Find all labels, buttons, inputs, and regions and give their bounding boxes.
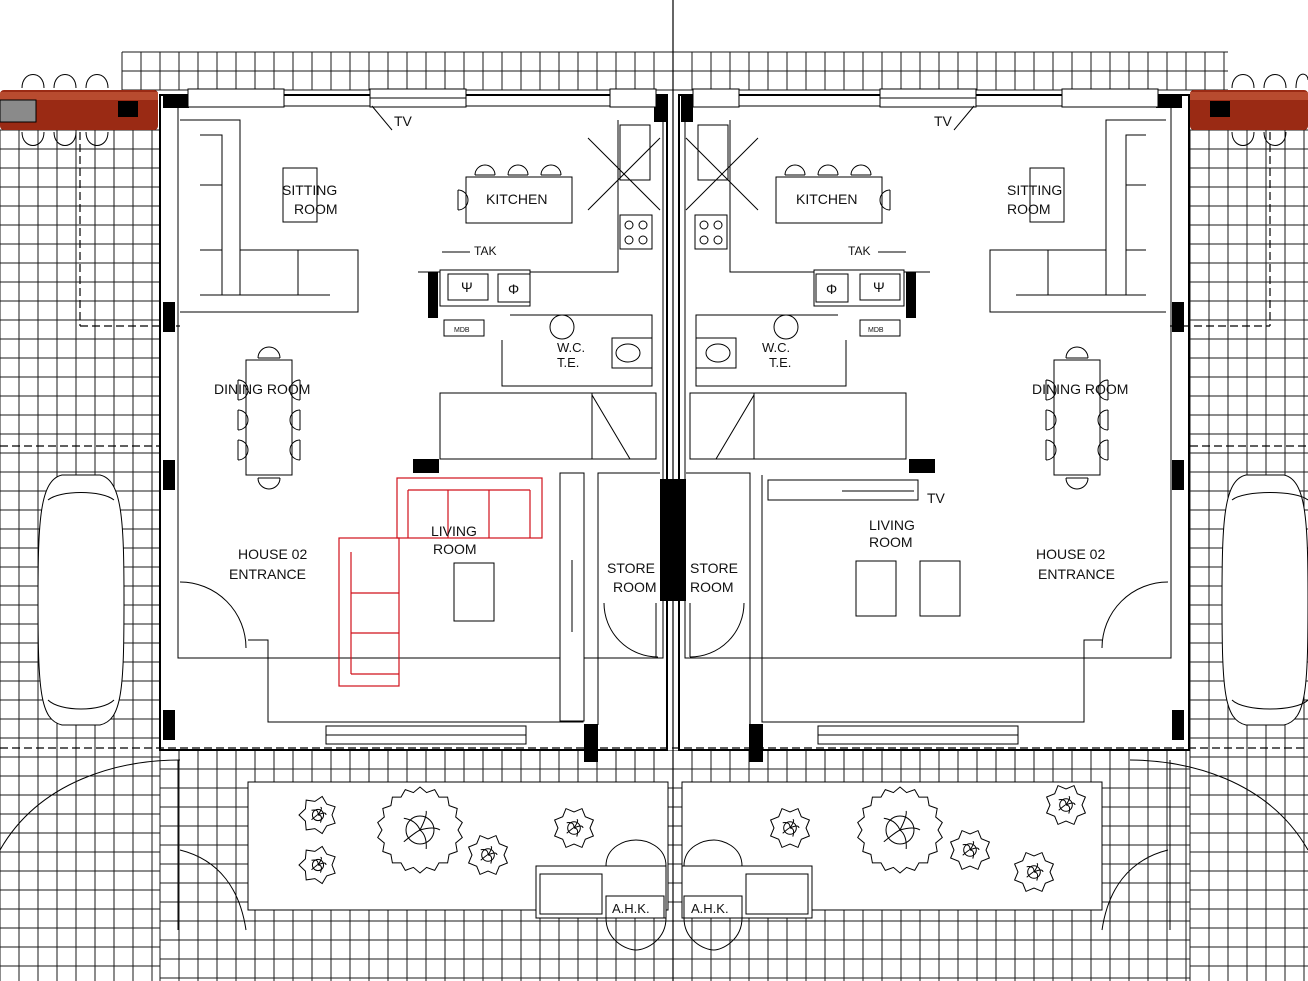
red-sofa (338, 477, 543, 687)
ahk-label-right: A.H.K. (691, 901, 729, 916)
kitchen-label-right: KITCHEN (796, 191, 857, 207)
driveway-gates (0, 759, 1308, 931)
wc-label-left-1: W.C. (557, 340, 585, 355)
wc-label-left-2: T.E. (557, 355, 579, 370)
sitting-room-label-left-1: SITTING (282, 182, 337, 198)
ahk-right (681, 839, 813, 951)
wc-label-right-2: T.E. (769, 355, 791, 370)
car-outline-left (37, 474, 125, 726)
paving-grid-top (121, 51, 1228, 91)
car-right-top (1190, 73, 1308, 146)
store-room-label-left-2: ROOM (613, 579, 657, 595)
car-outline-right (1221, 474, 1308, 726)
store-room-label-left-1: STORE (607, 560, 655, 576)
mdb-label-right: MDB (868, 327, 884, 334)
hob-symbol-right: Φ (826, 281, 837, 297)
room-labels: TV TV TV SITTING ROOM SITTING ROOM KITCH… (214, 113, 1128, 916)
living-room-label-right-2: ROOM (869, 534, 913, 550)
tv-label-right: TV (934, 113, 953, 129)
car-left-top (0, 74, 158, 146)
living-room-label-right-1: LIVING (869, 517, 915, 533)
entrance-label-right-2: ENTRANCE (1038, 566, 1115, 582)
hob-symbol-left: Φ (508, 281, 519, 297)
living-room-label-left-2: ROOM (433, 541, 477, 557)
sitting-room-label-right-2: ROOM (1007, 201, 1051, 217)
sitting-room-label-right-1: SITTING (1007, 182, 1062, 198)
living-room-label-left-1: LIVING (431, 523, 477, 539)
store-room-label-right-2: ROOM (690, 579, 734, 595)
mdb-label-left: MDB (454, 327, 470, 334)
ahk-left (535, 839, 667, 951)
entrance-label-right-1: HOUSE 02 (1036, 546, 1105, 562)
sitting-room-label-left-2: ROOM (294, 201, 338, 217)
sink-symbol-right: Ψ (873, 279, 885, 295)
tv-label-left: TV (394, 113, 413, 129)
sink-symbol-left: Ψ (461, 279, 473, 295)
kitchen-label-left: KITCHEN (486, 191, 547, 207)
tv-label-living: TV (927, 490, 946, 506)
tak-label-left: TAK (474, 244, 496, 258)
garden-trees (298, 784, 1087, 893)
store-room-label-right-1: STORE (690, 560, 738, 576)
wc-label-right-1: W.C. (762, 340, 790, 355)
building-footprint (160, 95, 1190, 750)
entrance-label-left-1: HOUSE 02 (238, 546, 307, 562)
dining-room-label-right: DINING ROOM (1032, 381, 1128, 397)
chairs (237, 164, 1109, 490)
tak-label-right: TAK (848, 244, 870, 258)
dining-room-label-left: DINING ROOM (214, 381, 310, 397)
ahk-label-left: A.H.K. (612, 901, 650, 916)
building-walls (159, 88, 1190, 762)
entrance-label-left-2: ENTRANCE (229, 566, 306, 582)
